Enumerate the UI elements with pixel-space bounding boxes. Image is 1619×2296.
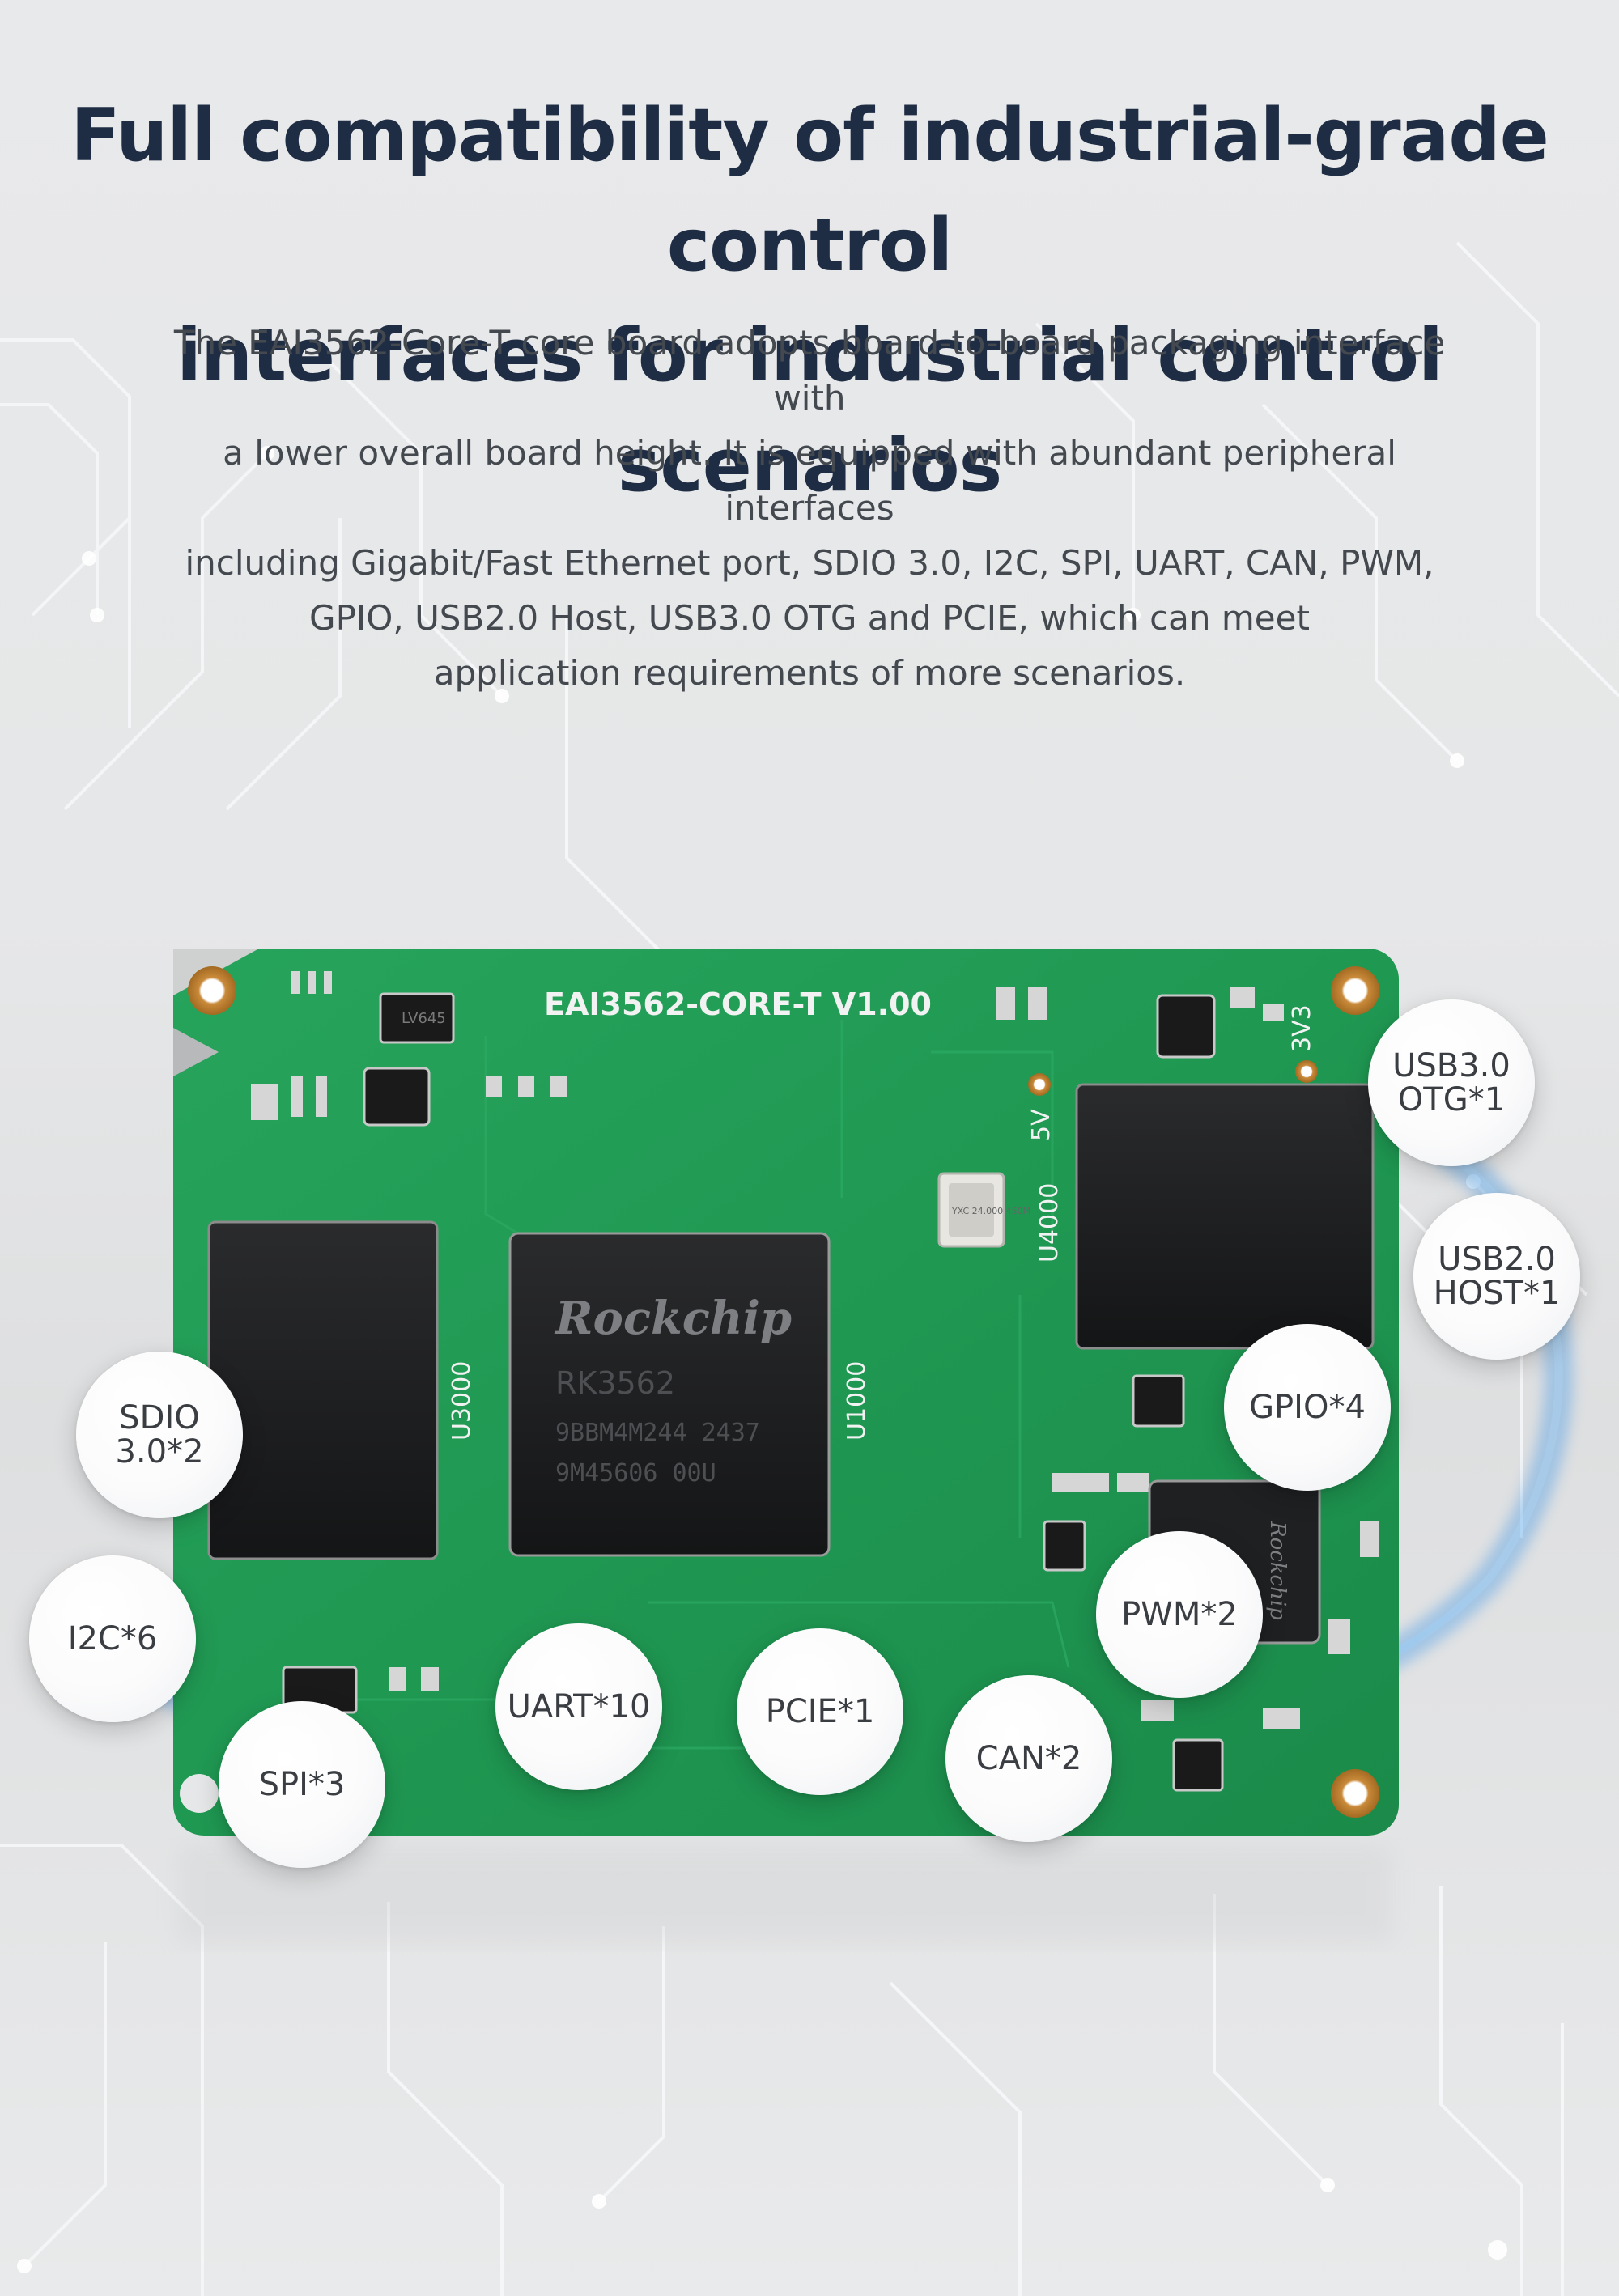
interface-label: I2C*6 xyxy=(67,1620,158,1657)
soc-code: 9BBM4M244 2437 xyxy=(555,1419,760,1447)
interface-bubble-spi: SPI*3 xyxy=(219,1701,385,1868)
label-5v: 5V xyxy=(1027,1109,1056,1141)
description-line: The EAI3562-Core-T core board adopts boa… xyxy=(173,323,1446,418)
description: The EAI3562-Core-T core board adopts boa… xyxy=(162,316,1457,701)
interface-bubble-can: CAN*2 xyxy=(945,1675,1112,1842)
mounting-hole xyxy=(188,966,236,1015)
description-line: including Gigabit/Fast Ethernet port, SD… xyxy=(185,543,1434,583)
description-line: a lower overall board height. It is equi… xyxy=(223,433,1396,528)
soc-brand: Rockchip xyxy=(554,1292,792,1345)
ic-chip xyxy=(363,1067,431,1127)
ic-chip xyxy=(1172,1738,1224,1792)
silkscreen-title: EAI3562-CORE-T V1.00 xyxy=(544,987,932,1022)
interface-bubble-pwm: PWM*2 xyxy=(1096,1531,1263,1698)
interface-label: PCIE*1 xyxy=(765,1693,875,1730)
test-pad xyxy=(1295,1060,1318,1083)
label-3v3: 3V3 xyxy=(1288,1004,1316,1052)
interface-label: CAN*2 xyxy=(975,1740,1082,1777)
description-line: application requirements of more scenari… xyxy=(433,653,1186,693)
crystal-marking: YXC 24.000 450M xyxy=(951,1206,1030,1216)
board-shadow xyxy=(178,1845,1392,1942)
label-u3000: U3000 xyxy=(448,1361,476,1441)
regulator-marking: LV645 xyxy=(402,1010,446,1027)
pcb-corner-mark xyxy=(173,1028,219,1076)
interface-bubble-gpio: GPIO*4 xyxy=(1224,1324,1391,1491)
ic-chip xyxy=(1132,1374,1185,1428)
label-u1000: U1000 xyxy=(843,1361,871,1441)
interface-bubble-i2c: I2C*6 xyxy=(29,1555,196,1722)
ic-chip xyxy=(1043,1520,1086,1572)
mounting-hole xyxy=(1331,1769,1379,1818)
interface-label: PWM*2 xyxy=(1121,1596,1238,1633)
interface-bubble-uart: UART*10 xyxy=(495,1623,662,1790)
interface-label: USB2.0 HOST*1 xyxy=(1433,1241,1561,1312)
interface-label: USB3.0 OTG*1 xyxy=(1392,1047,1511,1118)
interface-label: SPI*3 xyxy=(258,1766,346,1803)
storage-chip-u4000 xyxy=(1075,1083,1375,1350)
label-u4000: U4000 xyxy=(1035,1183,1064,1263)
interface-bubble-sdio: SDIO 3.0*2 xyxy=(76,1352,243,1518)
headline-line-2: interfaces for industrial control scenar… xyxy=(176,313,1443,508)
mounting-hole xyxy=(1331,966,1379,1015)
interface-bubble-usb30-otg: USB3.0 OTG*1 xyxy=(1368,999,1535,1166)
eth-chip-marking: Rockchip xyxy=(1265,1521,1290,1620)
regulator-chip xyxy=(379,992,455,1044)
memory-chip-u3000 xyxy=(207,1220,439,1560)
soc-model: RK3562 xyxy=(555,1365,675,1401)
test-pad xyxy=(1028,1073,1051,1096)
interface-bubble-pcie: PCIE*1 xyxy=(737,1628,903,1795)
soc-code: 9M45606 00U xyxy=(555,1459,716,1488)
headline: Full compatibility of industrial-grade c… xyxy=(0,81,1619,521)
interface-label: GPIO*4 xyxy=(1249,1389,1366,1426)
soc-chip-rk3562 xyxy=(508,1232,831,1557)
description-line: GPIO, USB2.0 Host, USB3.0 OTG and PCIE, … xyxy=(309,598,1310,638)
interface-label: UART*10 xyxy=(507,1688,651,1725)
interface-bubble-usb20-host: USB2.0 HOST*1 xyxy=(1413,1193,1580,1360)
mounting-hole xyxy=(180,1774,219,1813)
headline-line-1: Full compatibility of industrial-grade c… xyxy=(70,93,1549,288)
ic-chip xyxy=(1156,994,1216,1059)
interface-label: SDIO 3.0*2 xyxy=(115,1399,204,1471)
